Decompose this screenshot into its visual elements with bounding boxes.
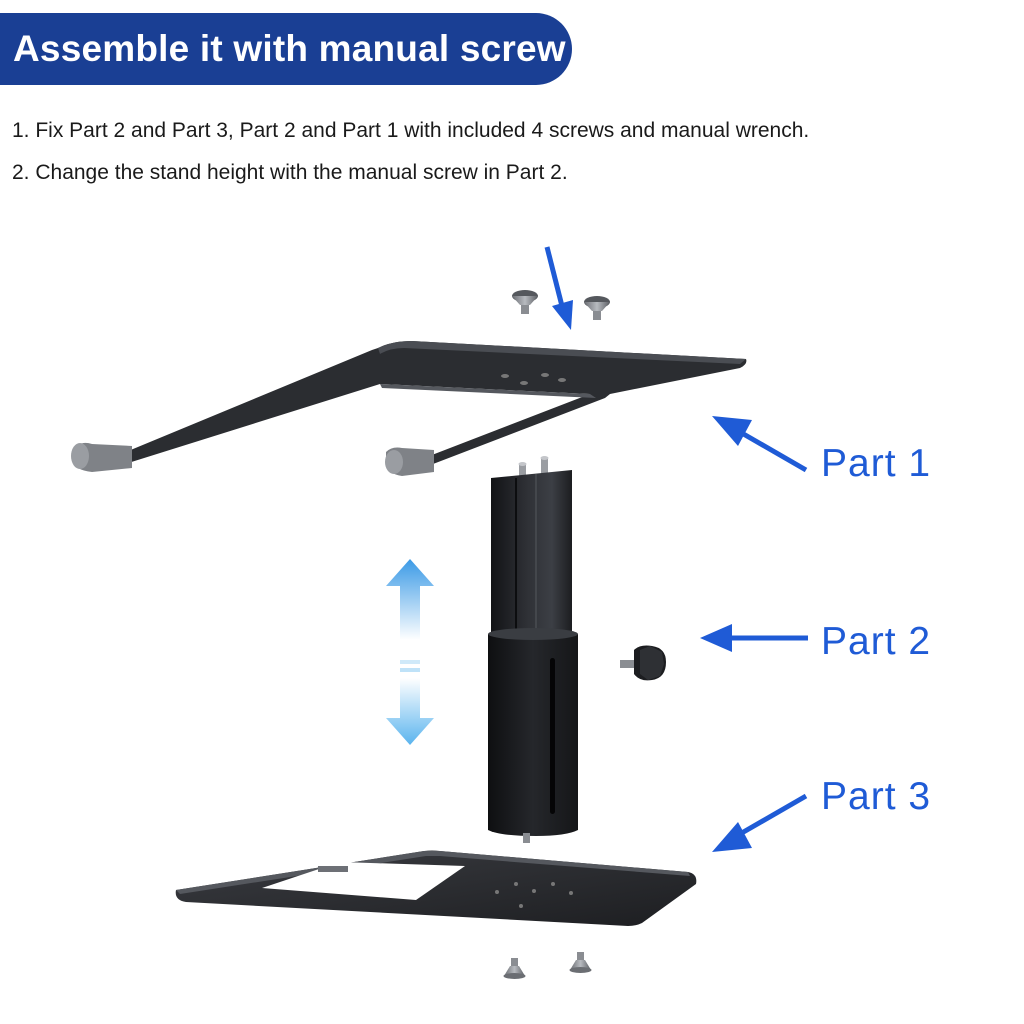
part-3-base [175,850,697,926]
part-3-arrow-icon [712,793,808,852]
height-adjust-icon [386,559,434,745]
knob-screw [620,645,666,681]
down-arrow-icon [544,246,573,330]
part-2-column [488,456,578,843]
bottom-screw-right [569,952,592,973]
page-title: Assemble it with manual screw [13,28,566,69]
part-3-label: Part 3 [821,775,932,818]
instruction-step-1: 1. Fix Part 2 and Part 3, Part 2 and Par… [12,119,810,142]
part-1-label: Part 1 [821,442,932,485]
part-1-platform [71,341,747,476]
part-2-arrow-icon [700,624,808,652]
instruction-step-2: 2. Change the stand height with the manu… [12,161,568,184]
top-screw-right [584,296,610,320]
bottom-screw-left [503,958,526,979]
part-2-label: Part 2 [821,620,932,663]
title-banner: Assemble it with manual screw [0,13,572,85]
part-1-arrow-icon [712,416,808,473]
top-screw-left [512,290,538,314]
